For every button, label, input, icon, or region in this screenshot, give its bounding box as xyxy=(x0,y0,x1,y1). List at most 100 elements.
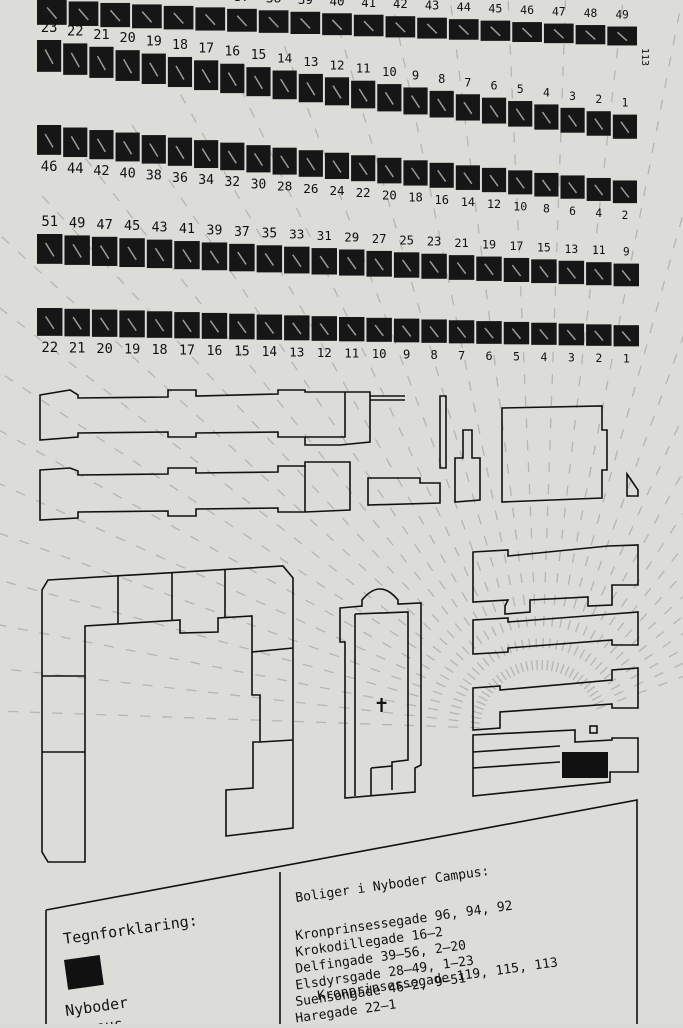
row-number-label: 9 xyxy=(412,68,419,82)
row-number-label: 42 xyxy=(93,163,109,179)
row-number-label: 10 xyxy=(372,347,387,361)
row-number-label: 18 xyxy=(172,38,188,53)
row-number-label: 25 xyxy=(399,233,414,247)
row-number-label: 11 xyxy=(344,345,359,360)
row-number-label: 49 xyxy=(69,215,86,231)
row-number-label: 29 xyxy=(344,230,359,245)
row-number-label: 5 xyxy=(513,349,520,363)
row-number-label: 2 xyxy=(595,352,602,365)
row-number-label: 22 xyxy=(41,340,58,356)
row-number-label: 13 xyxy=(303,54,318,69)
row-number-label: 19 xyxy=(482,238,496,252)
row-number-label: 43 xyxy=(151,221,167,236)
row-number-label: 39 xyxy=(298,0,313,7)
row-number-label: 45 xyxy=(488,2,502,16)
row-number-label: 41 xyxy=(179,222,195,237)
row-number-label: 2 xyxy=(622,209,629,222)
row-number-label: 22 xyxy=(67,23,84,39)
row-number-label: 23 xyxy=(427,235,441,249)
row-number-label: 20 xyxy=(119,30,135,46)
row-number-label: 10 xyxy=(382,65,397,79)
row-number-label: 24 xyxy=(329,183,344,198)
row-number-label: 51 xyxy=(41,214,58,230)
row-number-label: 17 xyxy=(179,343,195,358)
row-number-label: 8 xyxy=(430,348,437,362)
row-number-label: 5 xyxy=(517,82,524,96)
row-number-label: 47 xyxy=(552,5,566,19)
row-number-label: 18 xyxy=(408,191,423,205)
campus-highlight-block xyxy=(562,752,608,778)
row-number-label: 37 xyxy=(234,0,250,5)
row-number-label: 12 xyxy=(329,57,344,72)
row-number-label: 20 xyxy=(96,341,112,357)
row-number-label: 11 xyxy=(592,244,605,257)
row-number-label: 46 xyxy=(520,3,534,17)
row-number-label: 12 xyxy=(317,345,332,360)
row-number-label: 35 xyxy=(262,226,277,241)
row-number-label: 38 xyxy=(266,0,281,6)
row-number-label: 44 xyxy=(457,0,471,14)
row-number-label: 3 xyxy=(568,350,575,364)
row-number-label: 14 xyxy=(277,52,293,67)
row-number-label: 43 xyxy=(425,0,439,13)
row-number-label: 7 xyxy=(458,348,465,362)
row-number-label: 19 xyxy=(124,341,140,357)
row-number-label: 26 xyxy=(303,181,318,196)
row-number-label: 40 xyxy=(119,165,135,181)
row-number-label: 7 xyxy=(464,75,471,89)
row-number-label: 14 xyxy=(262,345,278,360)
row-number-label: 23 xyxy=(41,20,58,36)
row-number-label: 10 xyxy=(513,199,527,213)
row-number-label: 41 xyxy=(361,0,376,10)
row-number-label: 39 xyxy=(207,223,223,238)
row-number-label: 17 xyxy=(198,41,214,56)
row-number-label: 22 xyxy=(356,186,371,200)
church-cross-icon: ✝ xyxy=(375,693,388,718)
row-number-label: 36 xyxy=(172,171,188,186)
row-number-label: 8 xyxy=(543,202,550,216)
row-number-label: 44 xyxy=(67,161,84,177)
row-number-label: 12 xyxy=(487,197,501,211)
row-number-label: 13 xyxy=(565,242,579,256)
row-number-label: 4 xyxy=(543,85,550,99)
row-number-label: 19 xyxy=(146,35,162,50)
row-number-label: 6 xyxy=(569,204,576,218)
row-number-label: 9 xyxy=(623,246,630,259)
row-number-label: 18 xyxy=(151,343,167,358)
row-number-label: 28 xyxy=(277,180,292,195)
row-number-label: 13 xyxy=(289,344,304,359)
row-number-label: 6 xyxy=(491,79,498,93)
row-number-label: 16 xyxy=(434,193,448,207)
row-number-label: 30 xyxy=(251,177,267,192)
row-number-label: 31 xyxy=(317,228,332,243)
row-number-label: 33 xyxy=(289,227,304,242)
row-number-label: 4 xyxy=(540,350,547,364)
row-number-label: 36 xyxy=(202,0,218,3)
row-number-label: 15 xyxy=(537,240,551,254)
row-number-label: 27 xyxy=(372,232,387,246)
row-number-label: 2 xyxy=(595,93,602,106)
row-number-label: 32 xyxy=(224,175,240,190)
row-number-label: 15 xyxy=(251,48,267,63)
row-number-label: 21 xyxy=(69,340,86,356)
row-number-label: 42 xyxy=(393,0,408,11)
row-number-label: 40 xyxy=(329,0,344,8)
row-number-label: 21 xyxy=(454,236,468,250)
row-number-label: 35 xyxy=(171,0,187,2)
row-number-label: 17 xyxy=(509,239,523,253)
row-number-label: 46 xyxy=(41,159,58,175)
row-number-label: 37 xyxy=(234,225,250,240)
row-number-label: 9 xyxy=(403,347,410,361)
row-end-label: 113 xyxy=(639,48,650,66)
row-number-label: 48 xyxy=(584,7,598,20)
row-number-label: 47 xyxy=(96,217,112,233)
row-number-label: 38 xyxy=(146,169,162,184)
row-number-label: 15 xyxy=(234,344,250,359)
row-number-label: 16 xyxy=(224,45,240,60)
row-number-label: 34 xyxy=(198,173,214,188)
row-number-label: 4 xyxy=(595,207,602,220)
row-number-label: 14 xyxy=(461,195,475,209)
row-number-label: 8 xyxy=(438,72,445,86)
row-number-label: 11 xyxy=(356,62,371,76)
